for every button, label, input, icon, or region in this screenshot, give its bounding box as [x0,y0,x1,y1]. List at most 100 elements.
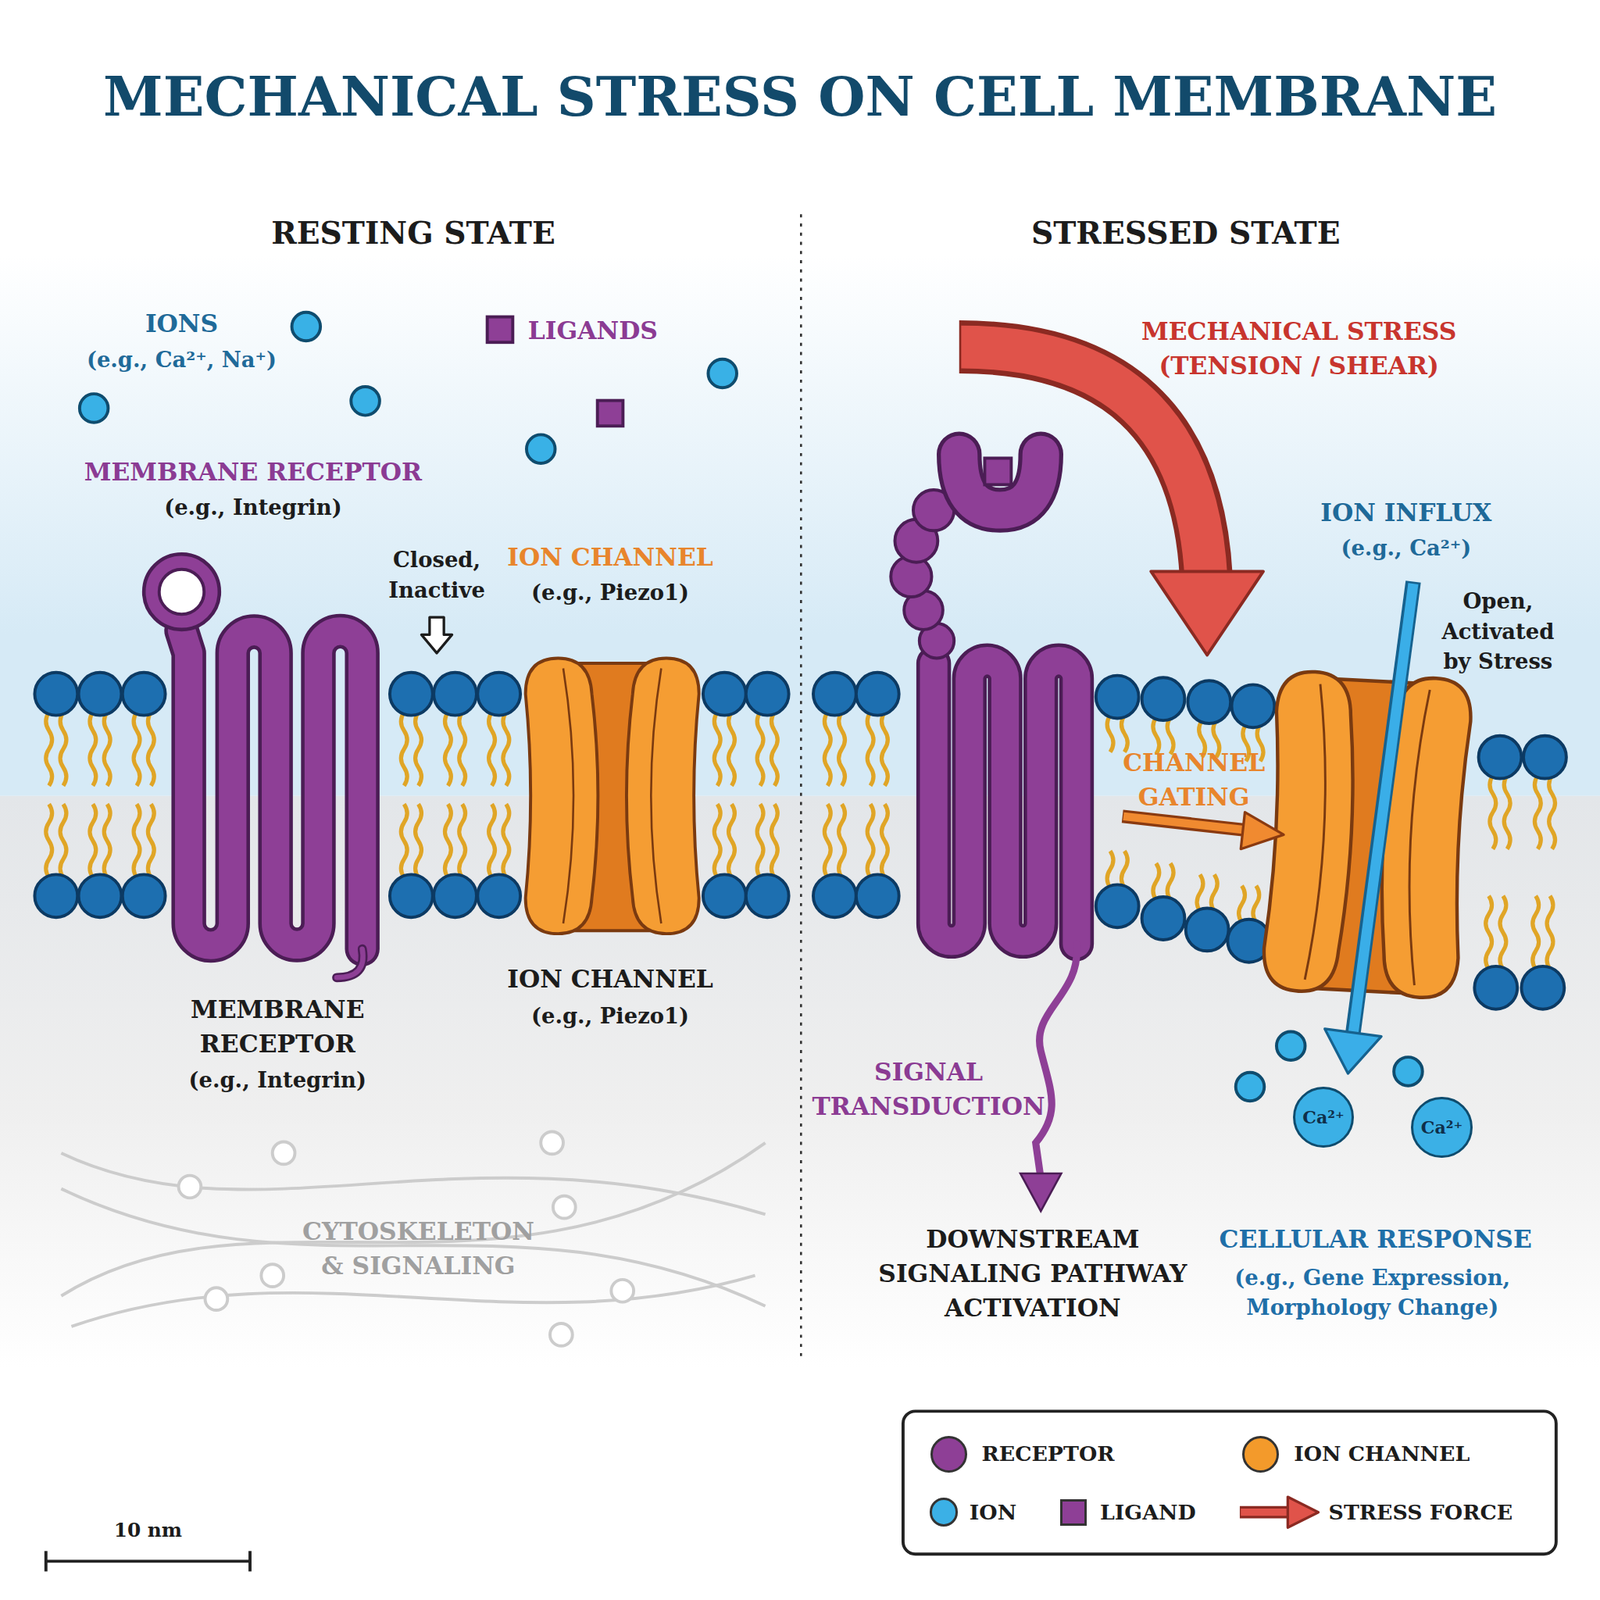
text-label: (e.g., Ca²⁺) [1340,532,1472,563]
lipid-bilayer-part [1142,677,1186,754]
lipid-bilayer-part [122,672,166,786]
stress-arrow-part [1150,571,1264,655]
text-label: MECHANICAL STRESS (TENSION / SHEAR) [1141,314,1457,384]
ligands-part [487,317,514,343]
legend-circle-swatch [930,1435,968,1473]
ions-part [707,359,737,389]
cytoskeleton-part [71,1275,755,1327]
ion-influx-arrow-part [1325,1028,1382,1074]
text-label: SIGNAL TRANSDUCTION [811,1055,1045,1125]
lipid-bilayer-part [813,672,857,786]
text-label: 10 nm [114,1517,183,1545]
lipid-bilayer-part [703,672,747,786]
cytoskeleton-part [205,1287,229,1311]
receptor-stressed-part [959,453,1041,511]
lipid-bilayer-part [122,803,166,918]
lipid-bilayer-part [1185,874,1229,951]
cytoskeleton-part [260,1264,284,1287]
cytoskeleton-part [60,1153,765,1215]
receptor-resting [143,553,363,978]
lipid-bilayer-part [78,672,122,786]
lipid-bilayer-part [1096,675,1140,753]
legend-circle-swatch [929,1497,959,1527]
ions-part [526,434,556,464]
lipid-bilayer-part [477,672,521,786]
legend-box [903,1410,1557,1554]
receptor-stressed-part [933,660,1077,944]
receptor-stressed-part [959,453,1041,511]
text-label: CELLULAR RESPONSE [1218,1222,1532,1258]
lipid-bilayer-part [703,803,747,918]
receptor-resting-part [181,630,362,950]
legend-circle-swatch [1242,1435,1279,1473]
closed-arrow [421,617,452,654]
text-label: LIGANDS [528,314,658,350]
ion-influx-arrow [1325,581,1414,1074]
lipid-bilayer-part [389,803,433,918]
legend-text: RECEPTOR [981,1439,1115,1468]
scale-bar [46,1550,250,1572]
lipid-bilayer-part [1521,896,1565,1010]
legend-text: ION CHANNEL [1293,1439,1470,1468]
lipid-bilayer-part [1096,850,1140,928]
receptor-resting-part [143,553,220,630]
receptor-stressed-part [933,660,1077,944]
lipid-bilayer-part [34,672,78,786]
ion-channel-closed [525,657,700,934]
ions-part [292,312,322,342]
gating-arrow-part [1123,816,1251,831]
lipid-bilayer-part [1187,680,1231,758]
text-label: CHANNEL GATING [1122,746,1265,815]
text-label: STRESSED STATE [1031,210,1341,254]
ion-influx-arrow-part [1353,583,1414,1035]
scale-bar-part [44,1550,48,1572]
stress-arrow [959,346,1264,655]
cytoskeleton-part [60,1189,765,1307]
text-label: IONS [145,307,218,342]
legend-text: LIGAND [1100,1497,1197,1527]
legend-stress-arrow-part [1240,1508,1292,1516]
receptor-stressed-part [984,457,1011,485]
ions-part [1276,1031,1306,1061]
gating-arrow-part [1240,812,1284,850]
lipid-bilayer-part [433,803,477,918]
stress-arrow-part [960,346,1206,579]
legend-stress-arrow-part [1287,1496,1318,1528]
lipid-bilayer-part [1523,735,1567,850]
lipid-bilayer-part [1478,735,1522,850]
lipid-bilayer-part [746,803,790,918]
cytoskeleton-part [540,1131,564,1154]
text-label: ION CHANNEL [507,962,714,997]
lipid-bilayer-part [813,803,857,918]
text-label: (e.g., Gene Expression, Morphology Chang… [1234,1261,1511,1322]
lipid-bilayer-part [389,672,433,786]
text-label: ION CHANNEL [507,541,714,576]
ions [79,312,1423,1102]
receptor-stressed-part [1035,943,1078,1179]
text-label: CYTOSKELETON & SIGNALING [302,1214,535,1284]
lipid-bilayer-part [856,672,900,786]
text-label: (e.g., Ca²⁺, Na⁺) [86,344,277,375]
diagram-title: MECHANICAL STRESS ON CELL MEMBRANE [103,59,1497,136]
lipid-bilayer-part [78,803,122,918]
receptor-resting-part [159,569,204,615]
lipid-bilayer-part [433,672,477,786]
lipid-bilayer-part [856,803,900,918]
lipid-bilayer-part [1142,863,1186,940]
scale-bar-part [46,1559,250,1563]
node-text: Ca²⁺ [1302,1107,1344,1127]
ion-circle-node: Ca²⁺ [1410,1096,1472,1158]
lipid-bilayer-part [477,803,521,918]
receptor-resting-part [336,949,364,979]
legend-square-swatch [1060,1499,1087,1526]
legend-text: ION [969,1497,1017,1527]
scale-bar-part [248,1550,252,1572]
text-label: (e.g., Integrin) [189,1064,367,1095]
receptor-resting-part [181,630,362,950]
legend-stress-arrow [1239,1496,1319,1528]
receptor-resting-part [336,949,364,979]
cytoskeleton-part [178,1175,202,1199]
